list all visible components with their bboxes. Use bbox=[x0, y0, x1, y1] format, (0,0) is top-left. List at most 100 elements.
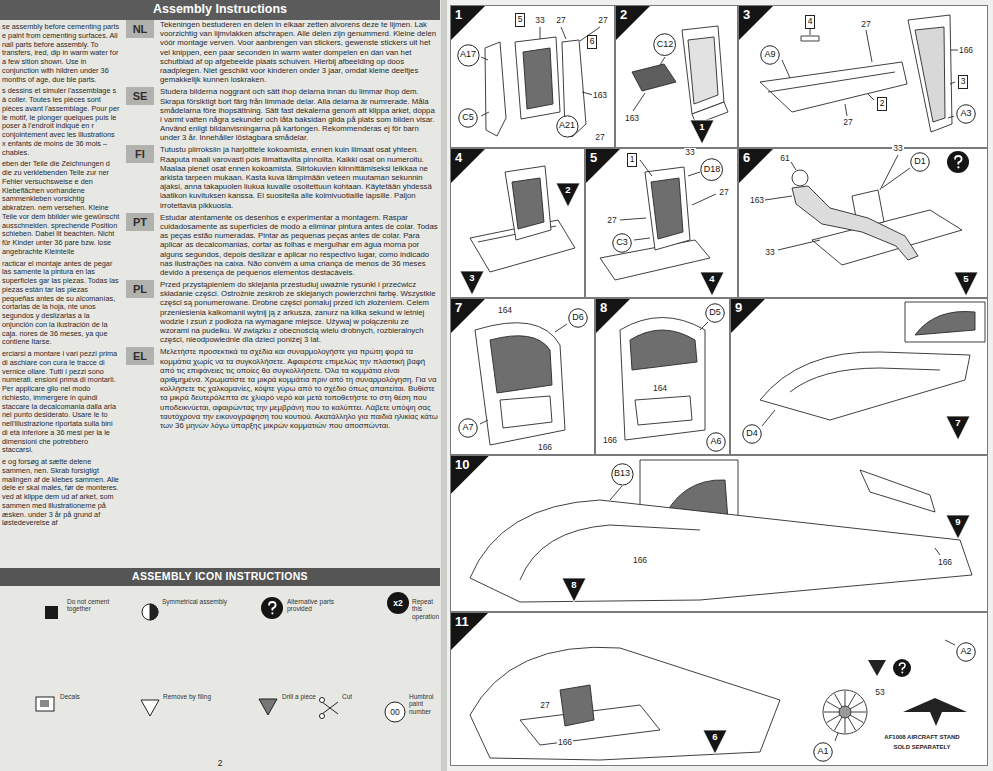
legend-text: Repeat this operation bbox=[412, 598, 440, 620]
callout-circle bbox=[957, 643, 976, 662]
step-panel: 10B1389 bbox=[450, 455, 988, 612]
callout-number: 164 bbox=[497, 306, 513, 315]
marker-triangle bbox=[460, 271, 484, 295]
node-label: A6 bbox=[710, 437, 721, 447]
callout-number: 166 bbox=[602, 436, 618, 445]
step-corner bbox=[586, 149, 620, 183]
step-corner bbox=[739, 6, 773, 40]
language-code-box: PL bbox=[126, 280, 154, 298]
callout-number: 27 bbox=[597, 16, 608, 25]
subassembly-marker: 3 bbox=[460, 271, 484, 295]
instruction-paragraph: Studera bilderna noggrant och sätt ihop … bbox=[160, 87, 438, 142]
callout-number: 27 bbox=[555, 16, 566, 25]
instruction-paragraph: Tekeningen bestuderen en delen in elkaar… bbox=[160, 20, 438, 84]
part-callout-circle: B13 bbox=[611, 463, 634, 486]
legend-entry: Alternative parts provided bbox=[287, 598, 357, 613]
legend-entry: Drill a piece bbox=[282, 693, 318, 700]
subassembly-marker: 1 bbox=[690, 120, 714, 144]
part-callout-circle: A3 bbox=[956, 104, 976, 124]
page-number: 2 bbox=[218, 759, 223, 768]
step-number: 7 bbox=[455, 301, 462, 315]
callout-circle bbox=[911, 153, 930, 172]
node-label: 2 bbox=[565, 185, 570, 195]
instruction-paragraph: Przed przystąpieniem do sklejania przest… bbox=[160, 280, 438, 344]
part-callout-circle: A7 bbox=[458, 418, 478, 438]
node-label: C12 bbox=[657, 40, 674, 50]
legend-text: Drill a piece bbox=[282, 693, 318, 700]
subassembly-marker: 5 bbox=[954, 272, 978, 296]
callout-circle bbox=[706, 304, 725, 323]
step-corner bbox=[451, 299, 485, 333]
part-callout-circle: A21 bbox=[556, 115, 579, 138]
node-label: C3 bbox=[616, 238, 628, 248]
marker-triangle bbox=[703, 730, 727, 754]
instruction-paragraph: se assembly before cementing parts e pai… bbox=[2, 23, 120, 84]
callout-number: 33 bbox=[764, 248, 775, 257]
node-label: PL bbox=[133, 283, 147, 295]
node-label: 3 bbox=[469, 273, 474, 283]
legend-entry: Cut bbox=[342, 693, 380, 700]
callout-number: 27 bbox=[606, 216, 617, 225]
node-label: A1 bbox=[817, 747, 828, 757]
node-label: 4 bbox=[808, 17, 813, 26]
instruction-paragraph: eben der Teile die Zeichnungen d die zu … bbox=[2, 160, 120, 256]
node-label: 1 bbox=[630, 155, 635, 164]
marker-triangle bbox=[946, 416, 970, 440]
node-label: D1 bbox=[914, 157, 926, 167]
part-callout-circle: C3 bbox=[612, 233, 632, 253]
step-number: 5 bbox=[590, 151, 597, 165]
callout-number: 163 bbox=[749, 196, 765, 205]
callout-circle bbox=[701, 159, 723, 181]
subassembly-box: 2 bbox=[877, 97, 888, 110]
icon-label: 00 bbox=[390, 708, 399, 717]
callout-number: 163 bbox=[592, 91, 608, 100]
part-callout-circle: D6 bbox=[568, 308, 588, 328]
instruction-paragraph: erciarsi a montare i vari pezzi prima di… bbox=[2, 350, 120, 455]
stand-note: SOLD SEPARATELY bbox=[892, 744, 951, 750]
callout-number: 27 bbox=[539, 701, 550, 710]
step-number: 4 bbox=[455, 151, 462, 165]
part-callout-circle: D4 bbox=[742, 424, 762, 444]
part-callout-circle: A17 bbox=[457, 44, 480, 67]
step-number: 10 bbox=[455, 458, 469, 472]
callout-circle bbox=[569, 309, 588, 328]
callout-number: 27 bbox=[842, 118, 853, 127]
part-callout-circle: A6 bbox=[706, 432, 726, 452]
callout-circle bbox=[459, 109, 478, 128]
legend-entry: Do not cement together bbox=[67, 598, 129, 613]
node-label: 4 bbox=[709, 274, 714, 284]
step-panel: 4 2 3 bbox=[450, 148, 585, 298]
step-number: 9 bbox=[735, 301, 742, 315]
node-label: PT bbox=[133, 216, 147, 228]
marker-triangle bbox=[700, 272, 724, 296]
callout-number: 27 bbox=[860, 20, 871, 29]
callout-number: 166 bbox=[557, 738, 573, 747]
node-label: EL bbox=[133, 350, 147, 362]
callout-number: 166 bbox=[937, 558, 953, 567]
marker-triangle bbox=[556, 183, 580, 207]
subassembly-marker: 4 bbox=[700, 272, 724, 296]
step-panel: 1A1756C5A21 bbox=[450, 5, 615, 148]
node-label: D4 bbox=[746, 429, 758, 439]
language-code-box: NL bbox=[126, 20, 154, 38]
section-band: ASSEMBLY ICON INSTRUCTIONS bbox=[0, 568, 440, 586]
legend-text: Humbrol paint number bbox=[409, 693, 439, 715]
part-callout-circle: A1 bbox=[813, 742, 833, 762]
callout-circle bbox=[814, 743, 833, 762]
language-code-box: FI bbox=[126, 145, 154, 163]
callout-circle bbox=[459, 419, 478, 438]
node-label: B13 bbox=[614, 469, 630, 479]
node-label: 8 bbox=[571, 580, 576, 590]
node-label: A9 bbox=[764, 50, 775, 60]
legend-text: Alternative parts provided bbox=[287, 598, 357, 613]
node-label: 3 bbox=[961, 77, 966, 86]
node-label: A21 bbox=[559, 121, 575, 131]
step-panel: 7D6A7 bbox=[450, 298, 595, 455]
instruction-paragraph: s dessins et simuler l'assemblage s à co… bbox=[2, 87, 120, 157]
callout-circle bbox=[957, 105, 976, 124]
callout-circle bbox=[654, 34, 676, 56]
legend-text: Do not cement together bbox=[67, 598, 129, 613]
part-callout-circle: C5 bbox=[458, 108, 478, 128]
callout-number: 166 bbox=[537, 443, 553, 452]
